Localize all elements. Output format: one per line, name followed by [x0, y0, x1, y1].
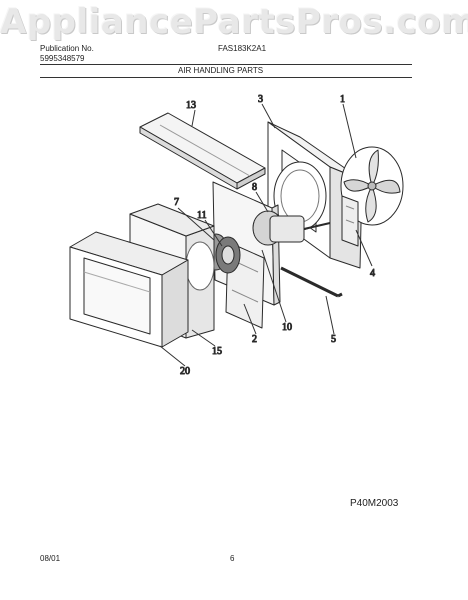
leader-lines [159, 103, 373, 367]
section-title: AIR HANDLING PARTS [178, 66, 264, 75]
callout-2: 2 [252, 334, 257, 345]
publication-label: Publication No. [40, 44, 94, 53]
callout-7: 7 [174, 197, 179, 208]
watermark: AppliancePartsPros.com [0, 2, 468, 42]
part-20-front-grille [69, 231, 189, 348]
part-10-motor [252, 210, 331, 246]
drawing-code: P40M2003 [350, 498, 399, 509]
callout-10: 10 [282, 322, 292, 333]
part-13-top-panel [139, 112, 266, 190]
publication-number: 5995348579 [40, 54, 85, 63]
callout-4: 4 [370, 268, 375, 279]
callout-13: 13 [186, 100, 196, 111]
part-4-bracket [341, 195, 359, 247]
callout-8: 8 [252, 182, 257, 193]
callout-11: 11 [197, 210, 207, 221]
model-number: FAS183K2A1 [218, 44, 267, 53]
page-number: 6 [230, 554, 235, 563]
callout-20: 20 [180, 366, 190, 377]
footer-date: 08/01 [40, 554, 61, 563]
header-rule-top [40, 64, 412, 65]
callout-1: 1 [340, 94, 345, 105]
callout-3: 3 [258, 94, 263, 105]
callout-15: 15 [212, 346, 222, 357]
part-5-rod [280, 266, 343, 298]
callout-5: 5 [331, 334, 336, 345]
header-rule-bottom [40, 77, 412, 78]
